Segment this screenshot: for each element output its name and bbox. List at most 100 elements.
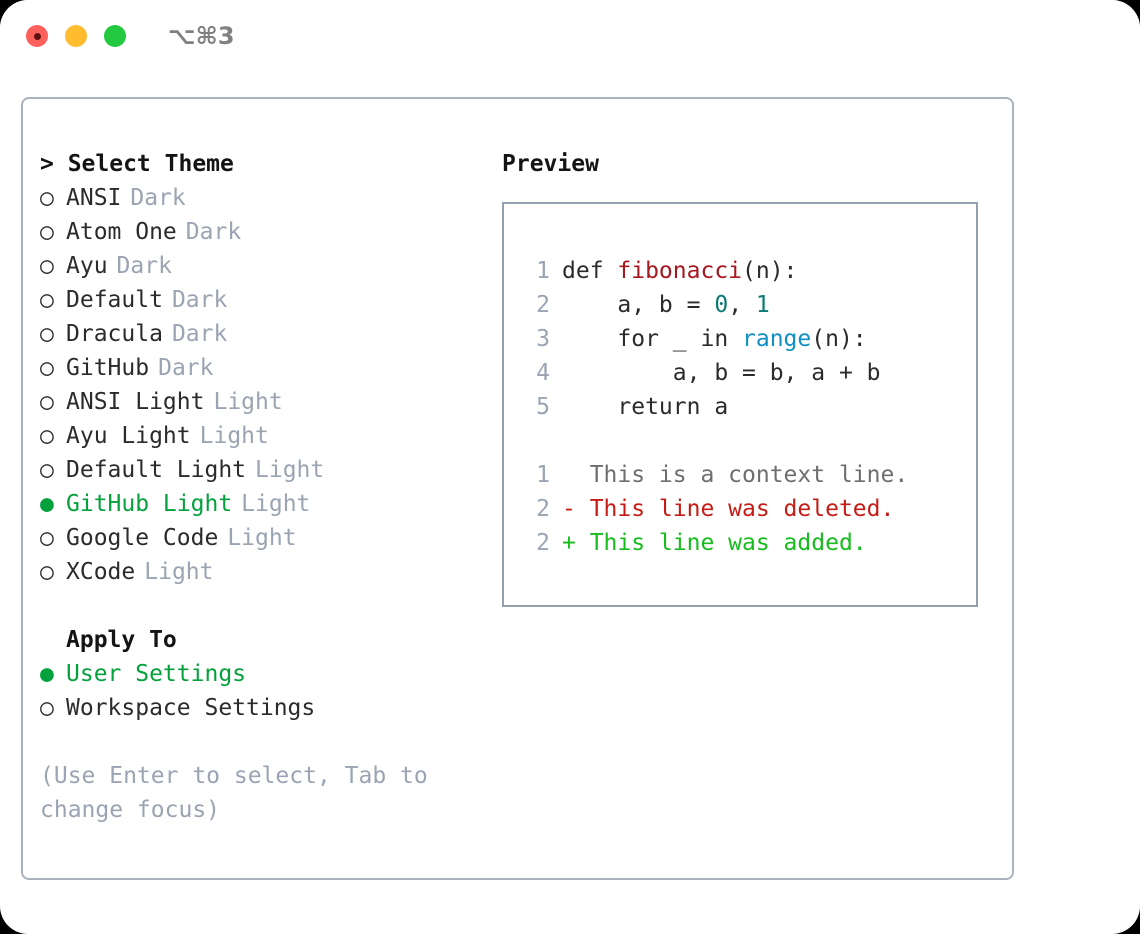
theme-option-variant-badge: Light bbox=[213, 389, 283, 415]
apply-to-header: Apply To bbox=[66, 627, 177, 653]
theme-option-label: GitHub bbox=[66, 355, 150, 381]
code-line-number: 5 bbox=[536, 394, 550, 420]
code-token-plain: (n): bbox=[811, 326, 867, 352]
theme-option-variant-badge: Light bbox=[241, 491, 311, 517]
diff-line-content: - This line was deleted. bbox=[562, 496, 895, 522]
theme-option-default[interactable]: ○ Default Dark bbox=[40, 283, 490, 317]
theme-option-variant-badge: Dark bbox=[171, 321, 228, 347]
radio-unselected-icon: ○ bbox=[40, 559, 54, 585]
code-line-content: a, b = b, a + b bbox=[562, 356, 881, 390]
radio-unselected-icon: ○ bbox=[40, 423, 54, 449]
theme-option-label: Atom One bbox=[66, 219, 177, 245]
radio-unselected-icon: ○ bbox=[40, 695, 54, 721]
apply-to-option-user-settings[interactable]: ● User Settings bbox=[40, 657, 490, 691]
code-token-fn: fibonacci bbox=[617, 258, 743, 284]
code-line-content: a, b = 0, 1 bbox=[562, 288, 770, 322]
theme-option-github[interactable]: ○ GitHub Dark bbox=[40, 351, 490, 385]
minimize-button-icon[interactable] bbox=[65, 25, 87, 47]
theme-option-variant-badge: Light bbox=[199, 423, 269, 449]
radio-unselected-icon: ○ bbox=[40, 185, 54, 211]
title-bar: ⌥⌘3 bbox=[0, 0, 1140, 78]
radio-unselected-icon: ○ bbox=[40, 457, 54, 483]
theme-option-label: Default Light bbox=[66, 457, 247, 483]
code-token-num: 0 bbox=[714, 292, 729, 318]
theme-option-default-light[interactable]: ○ Default Light Light bbox=[40, 453, 490, 487]
diff-line-ctx: 1 This is a context line. bbox=[522, 458, 976, 492]
radio-unselected-icon: ○ bbox=[40, 321, 54, 347]
apply-to-option-workspace-settings[interactable]: ○ Workspace Settings bbox=[40, 691, 490, 725]
code-line-number: 2 bbox=[536, 292, 550, 318]
theme-option-label: GitHub Light bbox=[66, 491, 233, 517]
theme-option-label: XCode bbox=[66, 559, 136, 585]
code-token-num: 1 bbox=[755, 292, 770, 318]
radio-unselected-icon: ○ bbox=[40, 355, 54, 381]
diff-line-add: 2 + This line was added. bbox=[522, 526, 976, 560]
code-line-content: return a bbox=[562, 390, 728, 424]
theme-option-label: Ayu bbox=[66, 253, 108, 279]
maximize-button-icon[interactable] bbox=[104, 25, 126, 47]
window-title: ⌥⌘3 bbox=[168, 22, 235, 50]
theme-option-ayu-light[interactable]: ○ Ayu Light Light bbox=[40, 419, 490, 453]
theme-option-variant-badge: Light bbox=[144, 559, 214, 585]
theme-option-label: Default bbox=[66, 287, 163, 313]
apply-to-option-label: Workspace Settings bbox=[66, 695, 316, 721]
code-line-number: 4 bbox=[536, 360, 550, 386]
diff-line-number: 2 bbox=[536, 530, 550, 556]
code-line: 5 return a bbox=[522, 390, 976, 424]
code-token-plain: for _ in bbox=[562, 326, 743, 352]
theme-option-xcode[interactable]: ○ XCode Light bbox=[40, 555, 490, 589]
diff-line-number: 2 bbox=[536, 496, 550, 522]
code-token-plain: , bbox=[728, 292, 756, 318]
code-line: 1 def fibonacci(n): bbox=[522, 254, 976, 288]
preview-header: Preview bbox=[502, 151, 599, 177]
code-token-builtin: range bbox=[742, 326, 812, 352]
theme-option-variant-badge: Dark bbox=[158, 355, 214, 381]
code-line: 3 for _ in range(n): bbox=[522, 322, 976, 356]
theme-option-label: ANSI Light bbox=[66, 389, 205, 415]
theme-option-label: Dracula bbox=[66, 321, 163, 347]
apply-to-option-list: ● User Settings ○ Workspace Settings bbox=[40, 657, 490, 725]
diff-sample: 1 This is a context line. 2 - This line wa… bbox=[522, 458, 976, 560]
diff-line-del: 2 - This line was deleted. bbox=[522, 492, 976, 526]
code-line-content: for _ in range(n): bbox=[562, 322, 867, 356]
keyboard-hint-text: (Use Enter to select, Tab to change focu… bbox=[40, 763, 442, 823]
diff-line-number: 1 bbox=[536, 462, 550, 488]
section-spacer bbox=[40, 589, 490, 623]
radio-unselected-icon: ○ bbox=[40, 287, 54, 313]
close-button-icon[interactable] bbox=[26, 25, 48, 47]
theme-option-label: ANSI bbox=[66, 185, 122, 211]
theme-option-variant-badge: Dark bbox=[171, 287, 228, 313]
traffic-light-controls bbox=[26, 25, 126, 47]
radio-unselected-icon: ○ bbox=[40, 525, 54, 551]
code-line: 2 a, b = 0, 1 bbox=[522, 288, 976, 322]
code-line-number: 3 bbox=[536, 326, 550, 352]
theme-option-variant-badge: Light bbox=[227, 525, 297, 551]
theme-option-dracula[interactable]: ○ Dracula Dark bbox=[40, 317, 490, 351]
code-token-plain: return a bbox=[562, 394, 729, 420]
theme-option-variant-badge: Dark bbox=[185, 219, 242, 245]
code-token-plain: (n): bbox=[742, 258, 798, 284]
radio-unselected-icon: ○ bbox=[40, 253, 54, 279]
code-token-plain: a, b = b, a + b bbox=[562, 360, 881, 386]
diff-line-content: + This line was added. bbox=[562, 530, 867, 556]
theme-option-variant-badge: Light bbox=[255, 457, 325, 483]
code-line: 4 a, b = b, a + b bbox=[522, 356, 976, 390]
diff-line-content: This is a context line. bbox=[562, 462, 909, 488]
apply-to-option-label: User Settings bbox=[66, 661, 247, 687]
radio-selected-icon: ● bbox=[40, 661, 54, 687]
code-line-content: def fibonacci(n): bbox=[562, 254, 797, 288]
code-line-number: 1 bbox=[536, 258, 550, 284]
theme-option-label: Ayu Light bbox=[66, 423, 191, 449]
